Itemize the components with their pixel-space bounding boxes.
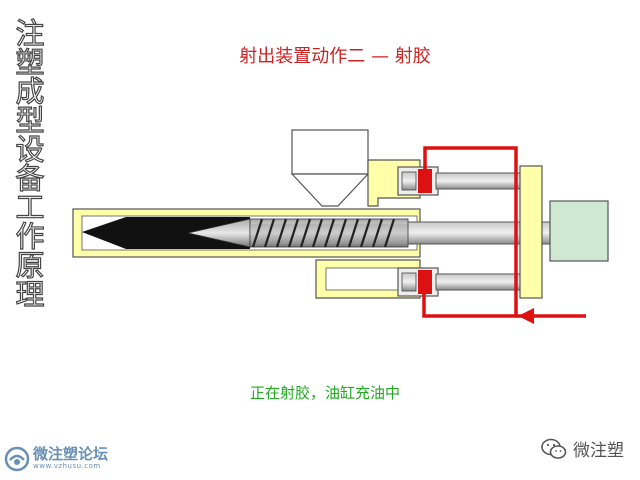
screw-flight [323, 218, 336, 248]
watermark-account: 微注塑 [541, 436, 624, 461]
forum-logo-icon [4, 446, 30, 472]
screw-flight [275, 218, 288, 248]
diagram-title: 射出装置动作二 — 射胶 [239, 46, 431, 67]
screw-flight [287, 218, 300, 248]
cylinder-flange-bottom [315, 259, 421, 299]
oil-flow-arrow [518, 308, 534, 324]
screw-flight [299, 218, 312, 248]
account-name: 微注塑 [573, 441, 624, 461]
screw-flight [347, 218, 360, 248]
status-text: 正在射胶，油缸充油中 [249, 384, 400, 402]
screw-flight [335, 218, 348, 248]
screw-flight [359, 218, 372, 248]
watermark-forum: 微注塑论坛 www.vzhusu.com [4, 446, 108, 472]
screw-flight [383, 218, 396, 248]
melt [82, 217, 250, 249]
screw-motor [549, 200, 609, 262]
screw-flight [251, 218, 264, 248]
side-title: 注塑成型设备工作原理 [10, 17, 45, 308]
injection-cylinder-top [397, 166, 521, 196]
forum-url: www.vzhusu.com [33, 462, 101, 470]
injection-cylinder-bottom [397, 267, 521, 297]
hopper [290, 129, 370, 207]
screw-flight [371, 218, 384, 248]
screw-flight [263, 218, 276, 248]
injection-plate [519, 165, 543, 299]
wechat-icon [541, 438, 567, 459]
screw-flight [311, 218, 324, 248]
screw [249, 218, 409, 248]
forum-name: 微注塑论坛 [33, 445, 109, 463]
